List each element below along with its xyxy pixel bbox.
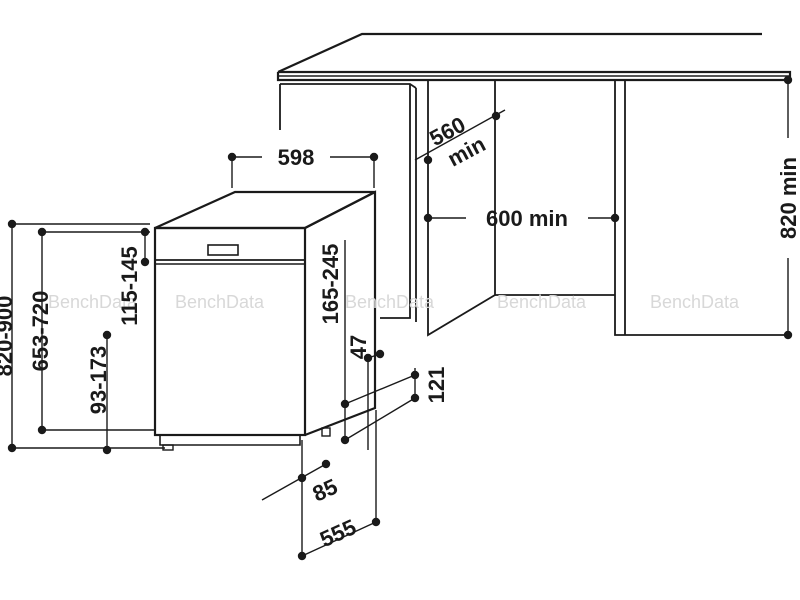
cabinet-niche xyxy=(276,32,792,337)
label-93-173: 93-173 xyxy=(86,346,111,415)
dim-555-line xyxy=(301,521,377,557)
dim-121-line-bottom xyxy=(344,397,416,441)
dim-85-line xyxy=(261,463,327,501)
watermark-1: BenchData xyxy=(48,292,138,312)
label-820-min: 820 min xyxy=(776,157,800,239)
label-85: 85 xyxy=(309,474,342,507)
dimension-labels: 598 820-900 653-720 93-173 115-145 165-2… xyxy=(0,112,800,552)
watermark-2: BenchData xyxy=(175,292,265,312)
watermark-group: BenchData BenchData BenchData BenchData … xyxy=(48,292,740,312)
dishwasher-front xyxy=(153,226,307,437)
label-121: 121 xyxy=(424,367,449,404)
label-820-900: 820-900 xyxy=(0,296,17,377)
dimension-lines xyxy=(11,80,789,557)
label-653-720: 653-720 xyxy=(28,291,53,372)
label-47: 47 xyxy=(346,335,371,359)
watermark-3: BenchData xyxy=(345,292,435,312)
dishwasher xyxy=(153,190,377,451)
dishwasher-plinth xyxy=(159,435,301,446)
dishwasher-foot-right xyxy=(321,427,331,437)
dim-560-line xyxy=(414,109,506,161)
watermark-4: BenchData xyxy=(497,292,587,312)
dimension-dots xyxy=(7,75,793,561)
label-width-598: 598 xyxy=(278,145,315,170)
right-panel-front xyxy=(614,80,790,336)
label-165-245: 165-245 xyxy=(318,244,343,325)
display-window xyxy=(207,244,239,256)
dishwasher-side xyxy=(304,190,377,437)
left-panel-top xyxy=(280,83,417,89)
dim-121-line-top xyxy=(344,374,416,405)
watermark-5: BenchData xyxy=(650,292,740,312)
label-600-min: 600 min xyxy=(486,206,568,231)
countertop-back-edge xyxy=(277,32,762,74)
niche-back-left xyxy=(427,80,496,337)
label-115-145: 115-145 xyxy=(117,246,142,326)
left-panel-front xyxy=(380,84,411,319)
